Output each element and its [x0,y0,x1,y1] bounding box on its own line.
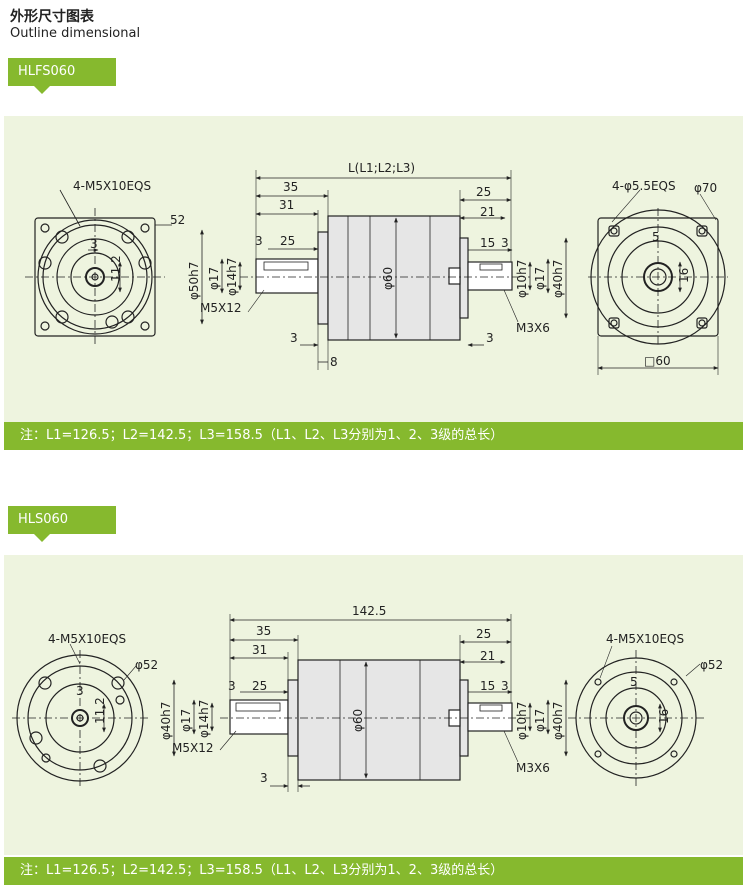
s2-left-dim-3: 3 [76,684,84,698]
s1-dim-50h7: φ50h7 [187,262,201,300]
s1-left-dim-52: 52 [170,213,185,227]
s1-left-view [25,189,172,346]
s1-left-dim-3: 3 [90,237,98,251]
s2-right-dim-5: 5 [630,675,638,689]
s2-dim-40h7b: φ40h7 [551,702,565,740]
section2-note: 注：L1=126.5；L2=142.5；L3=158.5（L1、L2、L3分别为… [4,857,743,885]
s1-dim-8: 8 [330,355,338,369]
s1-right-view [588,189,728,375]
s2-thread-in: M5X12 [172,741,213,755]
s2-thread-out: M3X6 [516,761,550,775]
s1-dim-3a: 3 [255,234,263,248]
s1-dim-25b: 25 [476,185,491,199]
s2-right-view [568,645,706,786]
s2-dim-25a: 25 [252,679,267,693]
s2-side-view [172,614,568,792]
s1-dim-length: L(L1;L2;L3) [348,161,415,175]
s2-dim-35: 35 [256,624,271,638]
s2-dim-length: 142.5 [352,604,386,618]
s1-right-dim-16: 16 [677,268,691,283]
s1-left-holes-label: 4-M5X10EQS [73,179,151,193]
s2-dim-10h7: φ10h7 [515,702,529,740]
s2-dim-3b: 3 [260,771,268,785]
s2-dim-15: 15 [480,679,495,693]
s1-dim-14h7: φ14h7 [225,258,239,296]
s1-left-dim-11-2: 11.2 [109,255,123,282]
s1-dim-31: 31 [279,198,294,212]
s1-dim-35: 35 [283,180,298,194]
s1-thread-out: M3X6 [516,321,550,335]
s2-left-holes-label: 4-M5X10EQS [48,632,126,646]
s2-dim-25b: 25 [476,627,491,641]
s2-dim-21: 21 [480,649,495,663]
s1-right-dim-5: 5 [652,230,660,244]
s1-dim-60: φ60 [381,267,395,290]
s2-left-dim-52: φ52 [135,658,158,672]
s1-dim-21: 21 [480,205,495,219]
s1-right-holes-label: 4-φ5.5EQS [612,179,676,193]
s2-dim-17b: φ17 [533,709,547,732]
s2-left-view [12,643,150,786]
page-title-en: Outline dimensional [10,26,141,41]
s2-right-holes-label: 4-M5X10EQS [606,632,684,646]
s1-dim-25a: 25 [280,234,295,248]
s1-right-dim-sq60: □60 [644,354,671,368]
s1-thread-in: M5X12 [200,301,241,315]
s1-dim-40h7: φ40h7 [551,260,565,298]
s2-right-dim-16: 16 [657,709,671,724]
s2-dim-31: 31 [252,643,267,657]
s1-dim-17b: φ17 [533,267,547,290]
s1-right-dim-70: φ70 [694,181,717,195]
s1-dim-3d: 3 [486,331,494,345]
s2-dim-3c: 3 [501,679,509,693]
s1-side-view [200,170,568,370]
s1-dim-15: 15 [480,236,495,250]
s1-dim-3c: 3 [501,236,509,250]
s2-dim-60: φ60 [351,709,365,732]
s2-right-dim-52: φ52 [700,658,723,672]
s1-dim-3b: 3 [290,331,298,345]
page-title-cn: 外形尺寸图表 [10,9,94,25]
s1-dim-17a: φ17 [207,267,221,290]
section1-tag: HLFS060 [8,58,116,94]
s2-dim-17a: φ17 [179,709,193,732]
s2-dim-3a: 3 [228,679,236,693]
s2-left-dim-11-2: 11.2 [93,697,107,724]
section2-tag: HLS060 [8,506,116,542]
s1-dim-10h7: φ10h7 [515,260,529,298]
s2-dim-40h7a: φ40h7 [159,702,173,740]
s2-dim-14h7: φ14h7 [197,700,211,738]
section1-note: 注：L1=126.5；L2=142.5；L3=158.5（L1、L2、L3分别为… [4,422,743,450]
